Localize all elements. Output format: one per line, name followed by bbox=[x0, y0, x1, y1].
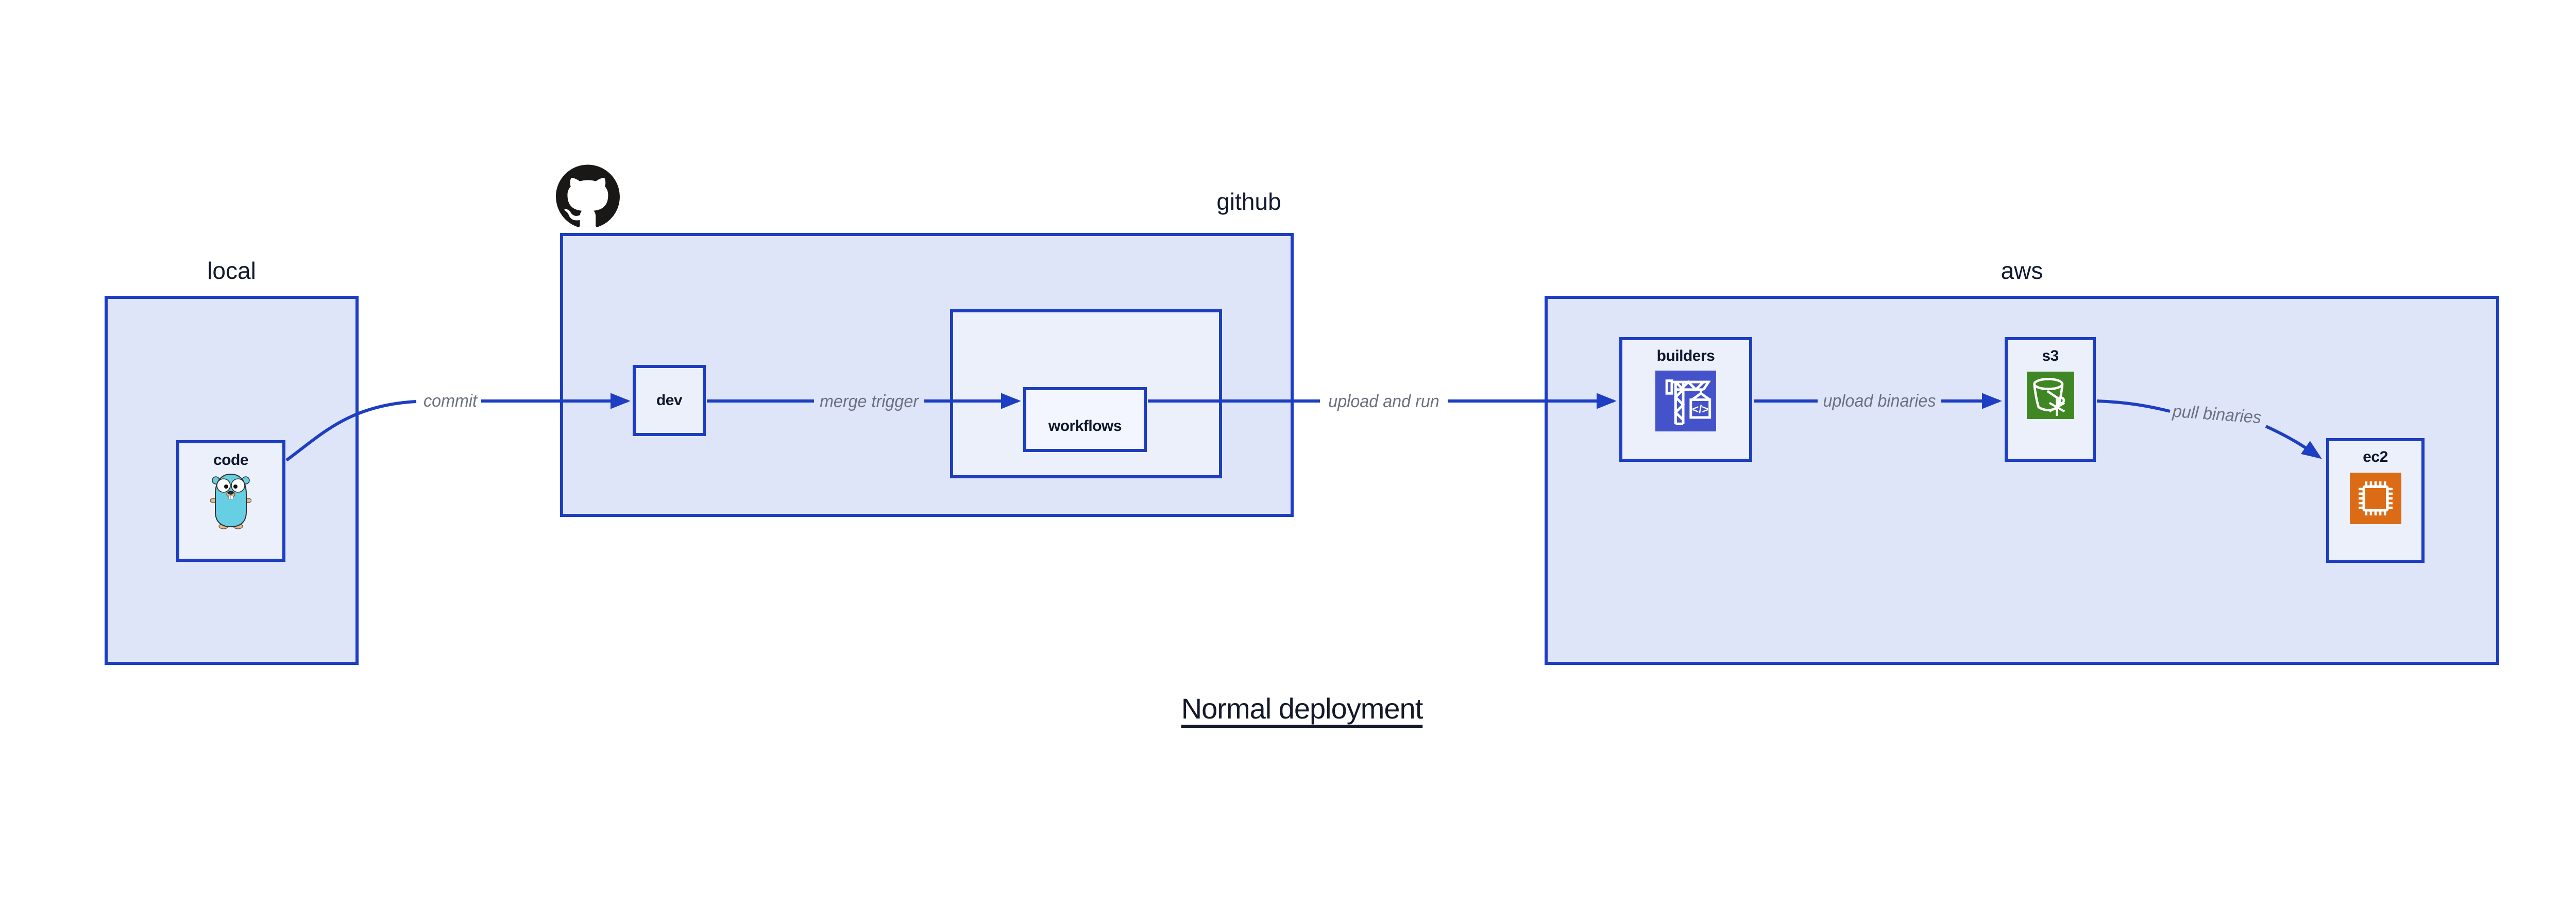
node-dev-label: dev bbox=[656, 391, 683, 409]
node-workflows: workflows bbox=[1023, 387, 1147, 452]
node-code: code bbox=[176, 440, 285, 562]
aws-group-label: aws bbox=[2001, 257, 2043, 284]
go-gopher-icon bbox=[210, 473, 251, 529]
ec2-chip-icon bbox=[2349, 472, 2401, 524]
node-ec2: ec2 bbox=[2326, 438, 2425, 563]
codebuild-crane-icon: </> bbox=[1655, 370, 1716, 431]
github-octocat-icon bbox=[556, 164, 620, 227]
node-s3-label: s3 bbox=[2042, 347, 2059, 364]
node-code-label: code bbox=[213, 452, 249, 469]
edge-label-upload-and-run: upload and run bbox=[1328, 392, 1439, 411]
edge-label-commit: commit bbox=[423, 391, 478, 411]
edge-label-merge-trigger: merge trigger bbox=[819, 392, 919, 411]
node-s3: s3 bbox=[2005, 337, 2096, 462]
diagram-title: Normal deployment bbox=[1181, 692, 1423, 725]
s3-glacier-bucket-icon bbox=[2026, 371, 2074, 419]
node-builders-label: builders bbox=[1656, 347, 1715, 364]
local-group-label: local bbox=[207, 257, 256, 284]
github-group-label: github bbox=[1216, 188, 1281, 215]
node-dev: dev bbox=[633, 365, 706, 436]
node-workflows-label: workflows bbox=[1048, 417, 1122, 435]
node-ec2-label: ec2 bbox=[2363, 448, 2388, 465]
edge-label-upload-binaries: upload binaries bbox=[1823, 391, 1936, 411]
svg-text:</>: </> bbox=[1692, 403, 1708, 415]
node-builders: builders </> bbox=[1619, 337, 1752, 462]
